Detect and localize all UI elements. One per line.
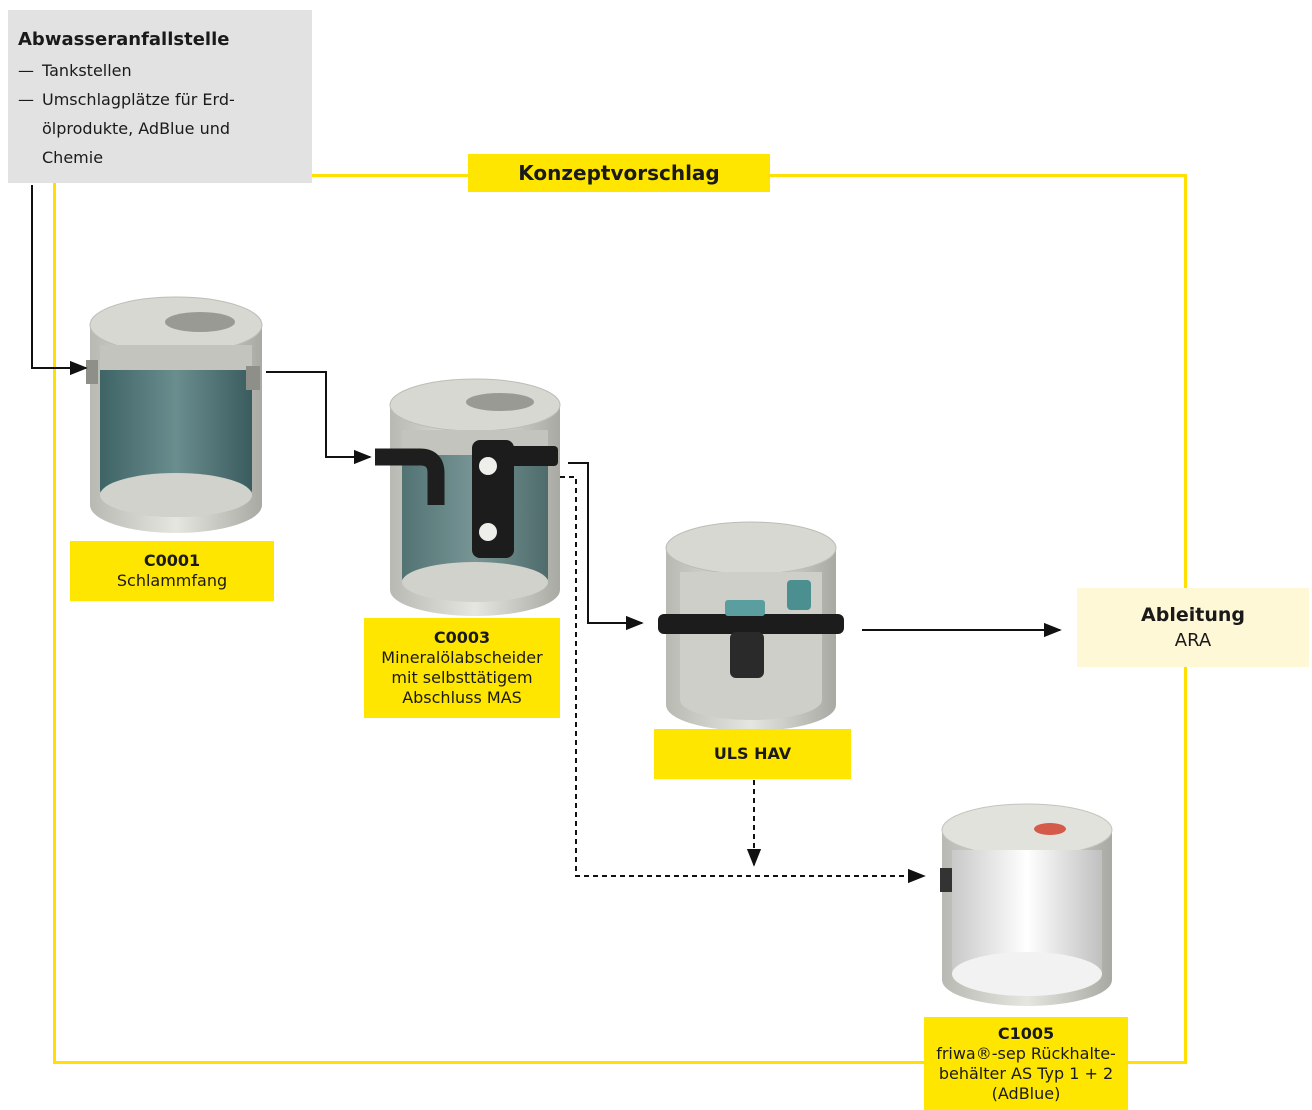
outlet-box: Ableitung ARA [1077, 588, 1309, 667]
connector-c0003-to-c1005 [560, 476, 926, 884]
source-item: —Umschlagplätze für Erd- [18, 90, 235, 109]
concept-title: Konzeptvorschlag [468, 154, 770, 192]
tank-c0001-drawing [86, 296, 263, 533]
source-item: ölprodukte, AdBlue und [42, 119, 231, 138]
label-c0001: C0001 Schlammfang [70, 541, 274, 601]
source-item: —Tankstellen [18, 61, 132, 80]
label-code: C1005 [997, 1023, 1055, 1043]
source-item: Chemie [42, 148, 104, 167]
label-line: behälter AS Typ 1 + 2 [938, 1063, 1114, 1083]
connector-source-to-c0001 [31, 185, 88, 376]
tank-uls-drawing [658, 521, 844, 731]
outlet-title: Ableitung [1141, 603, 1245, 626]
source-title: Abwasseranfallstelle [18, 29, 230, 50]
label-line: Abschluss MAS [402, 688, 522, 707]
label-line: (AdBlue) [991, 1083, 1061, 1103]
connector-c0003-to-uls [568, 462, 644, 631]
tank-c1005-drawing [940, 803, 1113, 1006]
label-line: mit selbsttätigem [391, 668, 533, 687]
label-code: ULS HAV [713, 744, 792, 763]
label-line: Mineralölabscheider [381, 648, 543, 667]
label-line: Schlammfang [116, 571, 228, 590]
outlet-value: ARA [1174, 629, 1212, 651]
label-code: C0001 [143, 551, 201, 570]
label-c1005: C1005 friwa®-sep Rückhalte- behälter AS … [924, 1017, 1128, 1110]
label-line: friwa®-sep Rückhalte- [936, 1043, 1116, 1063]
tank-c0003-drawing [375, 378, 561, 616]
connector-c0001-to-c0003 [266, 371, 372, 465]
label-c0003: C0003 Mineralölabscheider mit selbsttäti… [364, 618, 560, 718]
label-uls-hav: ULS HAV [654, 729, 851, 779]
source-box: Abwasseranfallstelle —Tankstellen —Umsch… [8, 10, 312, 183]
label-code: C0003 [433, 628, 491, 647]
